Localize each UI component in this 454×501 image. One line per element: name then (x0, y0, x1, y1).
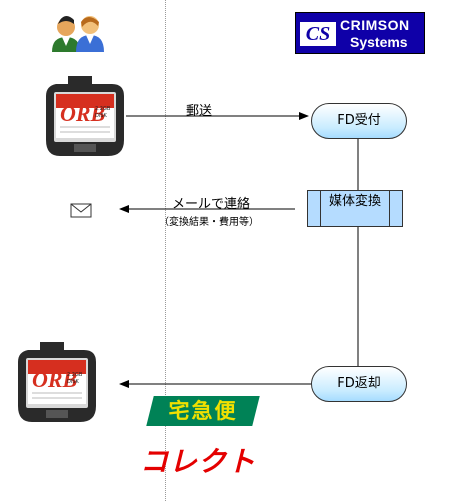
floppy-capacity: 2.2GB (95, 106, 111, 112)
logo-mark: CS (300, 22, 336, 46)
contact-note: （変換結果・費用等） (159, 217, 259, 228)
floppy-capacity: 2.2GB (67, 372, 83, 378)
floppy-brand: ORB (32, 367, 77, 392)
process-bar-left (320, 191, 321, 226)
carrier-collect-text: コレクト (140, 445, 257, 478)
fd-return-node: FD返却 (311, 366, 407, 402)
logo-line1: CRIMSON (340, 17, 410, 33)
logo-line2: Systems (350, 34, 408, 50)
floppy-brand: ORB (60, 101, 105, 126)
floppy-type: DISK (67, 379, 79, 385)
users-icon (52, 16, 104, 52)
process-bar-right (389, 191, 390, 226)
mail-label: 郵送 (186, 104, 213, 119)
envelope-icon (70, 203, 92, 218)
contact-label: メールで連絡 (172, 197, 251, 212)
floppy-disk-icon: ORB 2.2GB DISK (18, 342, 96, 422)
crimson-systems-logo: CS CRIMSON Systems (295, 12, 425, 54)
media-convert-label: 媒体変換 (328, 194, 381, 209)
customer-side-divider (165, 0, 166, 501)
fd-receive-node: FD受付 (311, 103, 407, 139)
carrier-line1: 宅急便 (168, 399, 238, 423)
media-convert-node: 媒体変換 (307, 190, 403, 227)
floppy-type: DISK (95, 113, 107, 119)
carrier-logo: 宅急便 (146, 396, 260, 426)
floppy-disk-icon: ORB 2.2GB DISK (46, 76, 124, 156)
